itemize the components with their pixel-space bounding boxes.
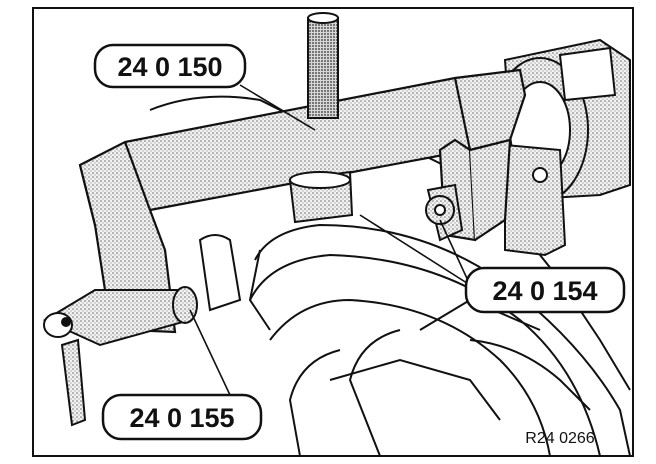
center-spindle	[288, 12, 354, 224]
right-pin	[425, 183, 464, 242]
callout-label-24-0-150: 24 0 150	[117, 52, 222, 82]
figure-reference: R24 0266	[525, 430, 594, 447]
callout-24-0-154: 24 0 154	[464, 266, 626, 314]
callout-label-24-0-155: 24 0 155	[129, 403, 234, 433]
callout-24-0-155: 24 0 155	[101, 393, 263, 441]
leader-lines	[189, 84, 471, 396]
callout-label-24-0-154: 24 0 154	[492, 276, 597, 306]
callout-24-0-150: 24 0 150	[93, 43, 247, 89]
mounting-plate	[504, 143, 567, 257]
